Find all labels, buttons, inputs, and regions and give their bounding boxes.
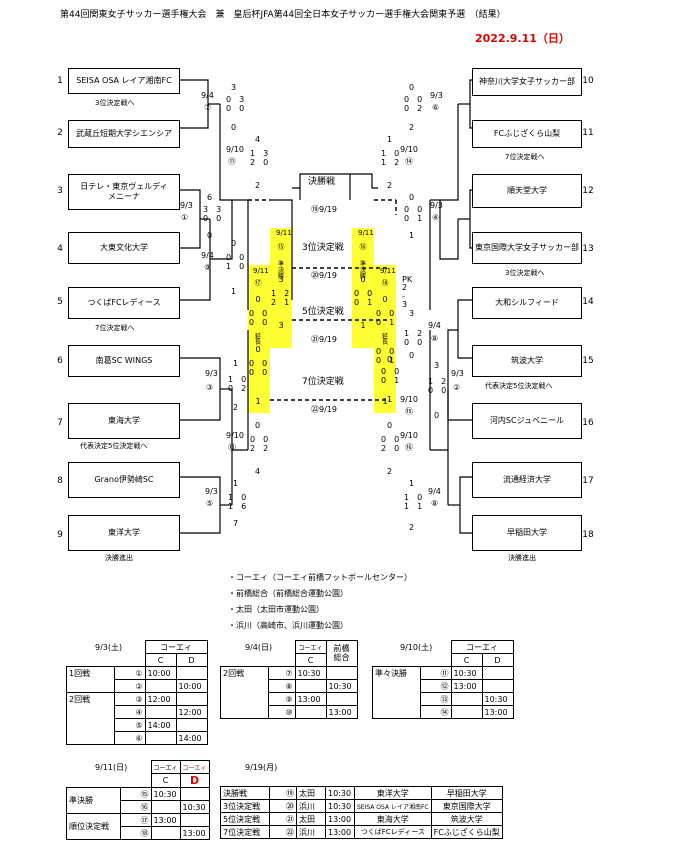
sched-9-11-date: 9/11(日) <box>95 763 128 772</box>
sched-9-4-date: 9/4(日) <box>245 643 273 652</box>
sched-9-10-date: 9/10(土) <box>400 643 433 652</box>
highlight-right-semi <box>352 228 374 348</box>
page-title: 第44回関東女子サッカー選手権大会 兼 皇后杯JFA第44回全日本女子サッカー選… <box>60 10 506 20</box>
highlight-left-semi <box>270 228 292 348</box>
sched-9-3-date: 9/3(土) <box>95 643 123 652</box>
sched-9-19-date: 9/19(月) <box>245 763 278 772</box>
pk-result: PK 2 - 3 <box>402 275 413 310</box>
highlight-right-rank <box>374 265 396 413</box>
result-date: 2022.9.11（日） <box>475 32 570 45</box>
highlight-left-rank <box>248 265 270 413</box>
